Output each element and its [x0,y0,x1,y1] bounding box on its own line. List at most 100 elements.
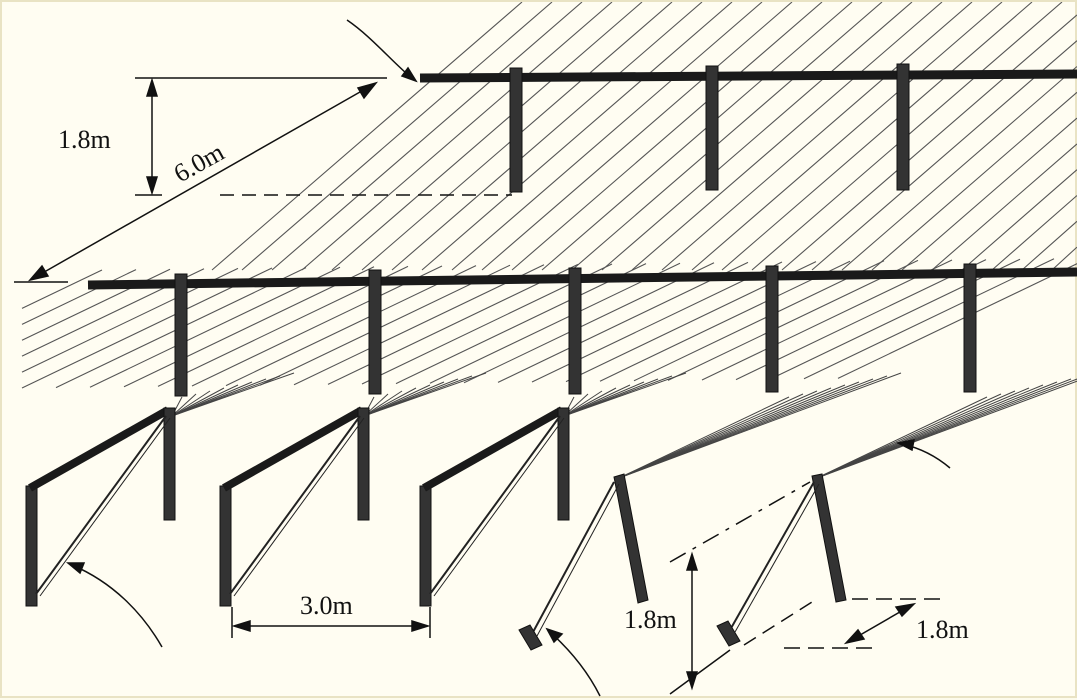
hatch-line [21,269,103,309]
wire-line [563,390,603,417]
a-frame [419,406,570,607]
wire-line [171,387,225,417]
frame-brace [229,415,361,595]
frame-inner-leg [557,407,570,521]
leaning-frame [716,473,847,647]
upper-post [896,63,910,191]
hatch-line [301,2,613,271]
upper-post [705,65,719,191]
hatch-line [599,260,851,382]
hatch-line [811,40,1077,271]
wire-line [563,387,617,417]
hatch-line [123,266,375,388]
lower-beam [87,267,1077,290]
hatch-line [961,169,1077,271]
lower-post [568,267,582,395]
hatch-line [259,264,511,386]
frame-brace [433,417,565,597]
frame-brace [35,415,167,595]
wire-line [171,390,211,417]
dimension-bottom-height [669,481,813,695]
wire-line [816,380,1077,479]
frame-top-rail [222,406,364,492]
hatch-line [661,2,973,271]
hatch-line [271,2,583,271]
hatch-line [837,263,1077,379]
frame-inner-leg [357,407,370,521]
hatch-line [429,262,681,384]
lower-post [174,273,188,397]
wire-line [618,396,790,479]
hatch-line [421,2,733,271]
wire-line [171,372,295,417]
hatch-line [541,2,853,271]
hatch-line [241,2,553,271]
frame-brace [429,415,561,595]
frame-inner-leg [163,407,176,521]
hatch-line [89,266,341,388]
hatch-line [463,262,715,384]
hatch-line [211,2,523,271]
hatch-line [991,195,1077,271]
hatch-line [571,2,883,271]
hatch-line [769,258,1021,380]
frame-brace [233,417,365,597]
wire-line [363,372,487,417]
hatch-line [701,259,953,381]
dimension-bottom-depth [784,598,942,649]
pointer-arrows [65,439,951,697]
leaning-frames [518,473,847,651]
hatch-line [395,263,647,385]
leaning-frame [518,473,649,651]
hatch-line [497,261,749,383]
lower-post [368,269,382,395]
lower-post [765,265,779,393]
hatch-line [391,2,703,271]
a-frame [25,406,176,607]
hatch-line [1051,246,1077,271]
a-frames [25,406,570,607]
upper-posts [509,63,910,193]
a-frame [219,406,370,607]
hatch-line [803,258,1055,380]
lower-post [963,263,977,393]
hatch-line [157,265,409,387]
hatch-line [667,259,919,381]
hatch-line [191,265,443,387]
label-bottom-depth: 1.8m [916,615,969,644]
hatch-line [481,2,793,271]
dimension-diagonal [14,19,418,283]
hatch-line [21,267,273,389]
hatch-line [871,91,1077,271]
hatch-line [631,2,943,271]
label-bottom-height: 1.8m [624,605,677,634]
frame-leg [419,485,432,607]
upper-canopy-hatching [211,2,1077,271]
hatch-line [451,2,763,271]
upper-post [509,67,523,193]
label-diagonal-length: 6.0m [169,137,229,188]
lower-posts [174,263,977,397]
hatch-line [901,117,1077,271]
frame-brace [39,417,171,597]
hatch-line [781,14,1077,271]
dimension-frame-spacing [231,607,431,638]
wire-line [363,387,417,417]
hatch-line [633,260,885,382]
hatch-line [293,264,545,386]
hatch-line [691,2,1003,271]
hatch-line [511,2,823,271]
wire-line [171,393,197,417]
support-wires [171,372,1077,479]
hatch-line [1021,220,1077,271]
wire-line [816,396,988,479]
frame-top-rail [422,406,564,492]
hatch-line [225,265,477,387]
frame-leg [219,485,232,607]
wire-line [363,390,403,417]
hatch-line [931,143,1077,271]
label-top-height: 1.8m [58,125,111,154]
upper-beam [419,69,1077,83]
